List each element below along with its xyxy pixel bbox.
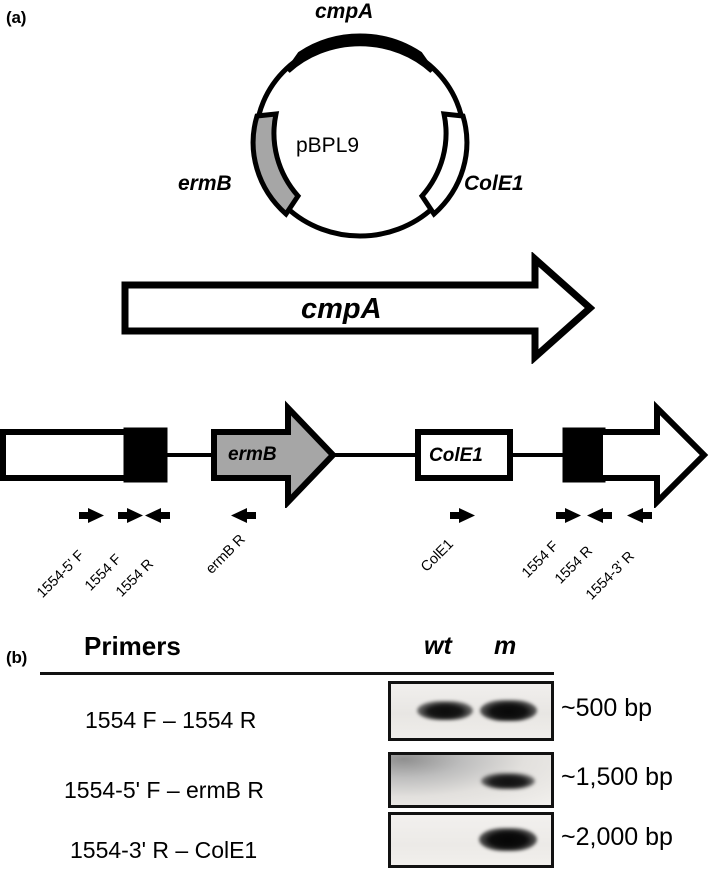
construct-right-white-arrow [597, 400, 709, 508]
plasmid-feature-ermB [250, 111, 302, 218]
plasmid-name: pBPL9 [296, 134, 360, 157]
primer-arrow-1554-5p-F [79, 508, 104, 523]
primer-arrow-1554-F-right [556, 508, 581, 523]
construct-left-black-box [123, 427, 168, 483]
construct-ColE1-box [415, 429, 513, 481]
primer-arrow-1554-F-left [118, 508, 143, 523]
construct-ermB-arrow [211, 400, 338, 508]
primer-label-ColE1: ColE1 [418, 536, 457, 576]
cmpA-arrow-label: cmpA [301, 293, 382, 325]
gel-band-m-1 [481, 773, 535, 789]
size-label-0: ~500 bp [561, 694, 653, 722]
lane-header-m: m [494, 632, 517, 660]
primer-arrow-row [79, 508, 652, 523]
cmpA-arrow-shape [121, 252, 595, 364]
size-label-2: ~2,000 bp [561, 823, 673, 851]
construct-left-white-box [0, 429, 132, 481]
gel-lane-image-1 [388, 752, 554, 808]
plasmid-map [250, 33, 470, 239]
primer-arrow-ColE1 [450, 508, 475, 523]
plasmid-label-cmpA: cmpA [315, 0, 374, 23]
primer-arrow-ermB-R [231, 508, 256, 523]
construct-diagram [0, 400, 709, 508]
plasmid-label-ColE1: ColE1 [464, 172, 524, 195]
primer-arrow-1554-3p-R [627, 508, 652, 523]
panel-a: (a) cmpA ermB ColE1 pBPL9 cmpA [0, 0, 709, 603]
primer-label-ermB-R: ermB R [203, 531, 249, 578]
plasmid-feature-cmpA [285, 33, 435, 73]
size-label-1: ~1,500 bp [561, 763, 673, 791]
gel-band-wt-0 [417, 701, 473, 720]
panel-b: (b) Primers wt m 1554 F – 1554 R ~500 bp… [0, 620, 709, 870]
row-label-0: 1554 F – 1554 R [85, 707, 257, 733]
panel-b-letter: (b) [6, 648, 28, 667]
primer-arrow-1554-R-right [587, 508, 612, 523]
header-rule [40, 672, 554, 675]
gel-band-m-2 [479, 828, 537, 851]
column-header-primers: Primers [84, 631, 181, 661]
plasmid-feature-ColE1 [418, 111, 470, 218]
construct-label-ermB: ermB [228, 444, 277, 465]
row-label-2: 1554-3' R – ColE1 [70, 837, 258, 863]
construct-label-ColE1: ColE1 [429, 445, 483, 466]
gel-lane-image-0 [388, 681, 554, 741]
primer-arrow-1554-R-left [145, 508, 170, 523]
lane-header-wt: wt [424, 632, 452, 660]
cmpA-gene-arrow [121, 252, 595, 364]
gel-band-m-0 [480, 700, 537, 721]
gel-lane-image-2 [388, 812, 554, 868]
row-label-1: 1554-5' F – ermB R [64, 777, 264, 803]
primer-label-1554-5p-F: 1554-5' F [34, 547, 88, 602]
panel-a-letter: (a) [6, 8, 27, 27]
plasmid-label-ermB: ermB [178, 172, 232, 195]
